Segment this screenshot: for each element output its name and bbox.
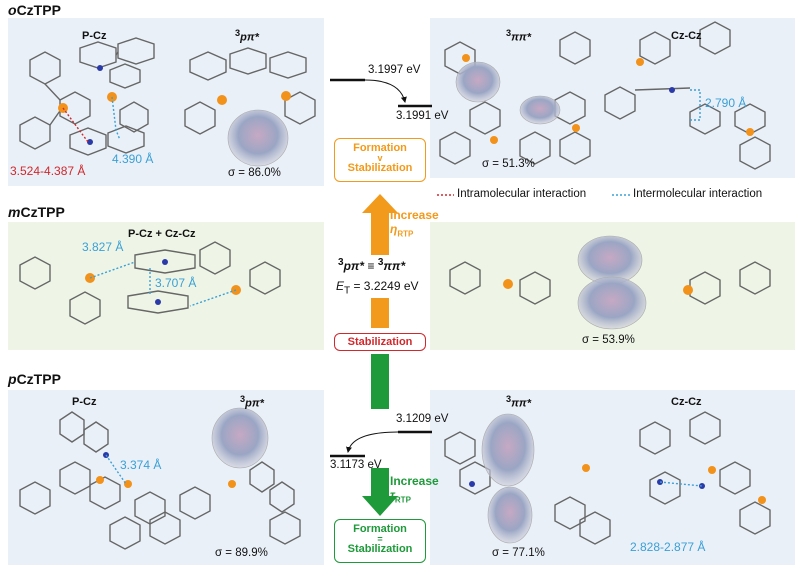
increase-eta-label: Increase ηRTP — [390, 208, 439, 239]
o-upper-energy: 3.1997 eV — [368, 64, 421, 76]
o-3pipi-molecule — [439, 31, 591, 165]
legend-intra: Intramolecular interaction — [457, 188, 587, 200]
p-3ppi-molecule — [179, 461, 301, 545]
m-molecule-left — [19, 241, 281, 325]
m-label: P-Cz + Cz-Cz — [128, 228, 196, 240]
o-lower-energy: 3.1991 eV — [396, 110, 449, 122]
section-m-title: mCzTPP — [8, 204, 65, 220]
increase-eta-arrow — [362, 194, 398, 255]
o-right-label: 3ππ* — [506, 28, 532, 44]
green-bar — [371, 354, 389, 409]
p-right-label: 3ππ* — [506, 394, 532, 410]
o-meas-red: 3.524-4.387 Å — [10, 164, 86, 178]
p-pcz-molecule — [19, 411, 181, 550]
o-3pipi-orbital-1 — [455, 61, 501, 103]
p-mid-label: 3pπ* — [240, 394, 264, 410]
o-meas-blue-2: 2.790 Å — [705, 96, 747, 110]
p-lower-energy: 3.1173 eV — [330, 459, 382, 471]
p-sigma-1: σ = 89.9% — [215, 547, 268, 559]
orange-bar — [371, 298, 389, 328]
o-sigma-2: σ = 51.3% — [482, 158, 535, 170]
p-meas-1: 3.374 Å — [120, 458, 162, 472]
p-3pipi-orbital-2 — [487, 486, 533, 544]
m-molecule-right — [449, 261, 771, 305]
p-3ppi-orbital — [211, 407, 269, 469]
p-upper-energy: 3.1209 eV — [396, 413, 449, 425]
o-czcz-molecule — [559, 21, 771, 170]
center-state-equivalence: 3pπ* ≡ 3ππ* — [338, 257, 406, 273]
o-pcz-red-dash — [62, 107, 89, 143]
p-sigma-2: σ = 77.1% — [492, 547, 545, 559]
formation-gt-stabilization-box: Formation v Stabilization — [334, 138, 426, 182]
m-panel-left — [8, 222, 324, 350]
section-p-title: pCzTPP — [8, 371, 61, 387]
p-energy-arrow — [346, 431, 399, 453]
o-pcz-blue-dash — [111, 96, 121, 141]
m-meas-2: 3.707 Å — [155, 276, 197, 290]
section-o-title: oCzTPP — [8, 2, 61, 18]
increase-tau-arrow — [362, 468, 398, 516]
formation-eq-stabilization-box: Formation = Stabilization — [334, 519, 426, 563]
stabilization-box: Stabilization — [334, 333, 426, 351]
m-orbital-bottom — [577, 276, 647, 330]
o-sigma-1: σ = 86.0% — [228, 167, 281, 179]
p-3pipi-orbital-1 — [481, 413, 535, 487]
o-3ppi-molecule — [184, 47, 316, 135]
o-far-label: Cz-Cz — [671, 30, 702, 42]
p-3pipi-molecule — [444, 431, 611, 545]
o-3ppi-orbital — [227, 109, 289, 167]
legend-inter: Intermolecular interaction — [633, 188, 763, 200]
p-czcz-molecule — [639, 411, 771, 535]
m-sigma: σ = 53.9% — [582, 334, 635, 346]
o-meas-blue-1: 4.390 Å — [112, 152, 154, 166]
p-left-label: P-Cz — [72, 396, 97, 408]
energy-levels — [330, 78, 432, 458]
o-3pipi-orbital-2 — [519, 95, 561, 125]
increase-tau-label: Increase τRTP — [390, 474, 439, 505]
o-energy-arrow — [364, 79, 407, 103]
o-pcz-molecule — [19, 37, 155, 156]
m-meas-1: 3.827 Å — [82, 240, 124, 254]
p-far-label: Cz-Cz — [671, 396, 702, 408]
p-meas-2: 2.828-2.877 Å — [630, 540, 706, 554]
et-value: ET = 3.2249 eV — [336, 279, 419, 297]
o-left-label: P-Cz — [82, 30, 107, 42]
o-mid-label: 3pπ* — [235, 28, 259, 44]
